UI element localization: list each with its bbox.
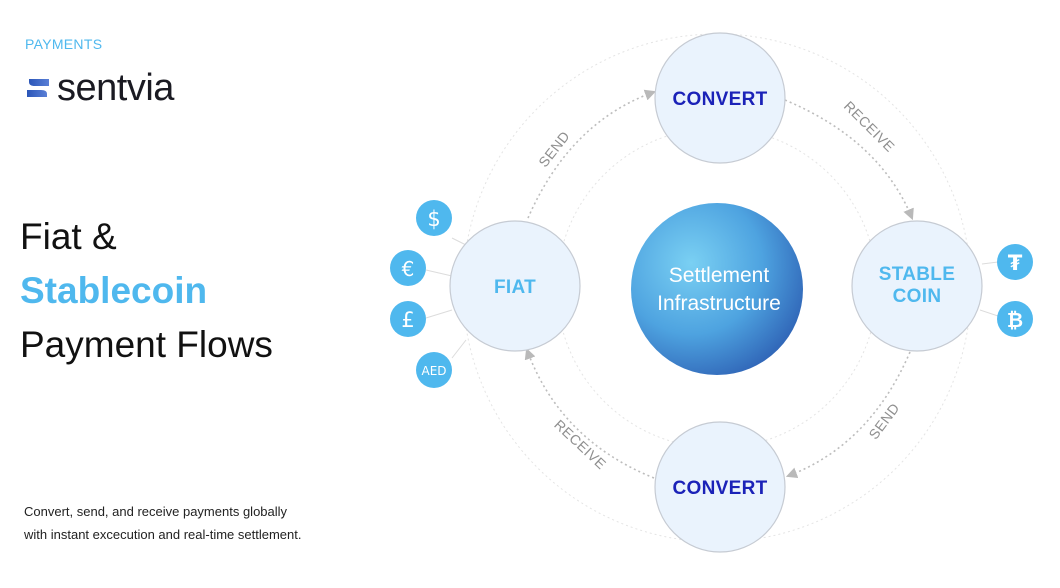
dollar-icon: $: [416, 200, 452, 236]
brand-logo: sentvia: [25, 68, 174, 108]
hub-label-line-2: Infrastructure: [657, 292, 781, 315]
svg-text:₮: ₮: [1008, 251, 1023, 275]
svg-text:€: €: [402, 257, 415, 281]
title-line-3: Payment Flows: [20, 324, 273, 365]
receive-flow-arrow-top-right: [784, 99, 914, 221]
flow-label-send-top: SEND: [535, 128, 573, 170]
convert-node-top: [654, 32, 786, 164]
title-line-accent: Stablecoin: [20, 270, 208, 311]
euro-icon: €: [390, 250, 426, 286]
convert-node-top-label: CONVERT: [673, 89, 768, 110]
fiat-node: [449, 220, 581, 352]
title-line-1: Fiat &: [20, 216, 117, 257]
description-line-2: with instant excecution and real-time se…: [24, 527, 302, 542]
pound-icon: £: [390, 301, 426, 337]
aed-icon: AED: [416, 352, 452, 388]
send-flow-arrow-top-left: [527, 89, 657, 219]
svg-text:AED: AED: [421, 364, 446, 378]
flow-label-receive-bottom: RECEIVE: [551, 416, 609, 472]
eyebrow-label: PAYMENTS: [25, 36, 103, 52]
convert-node-bottom-label: CONVERT: [673, 478, 768, 499]
flow-label-send-bottom: SEND: [865, 400, 902, 442]
stablecoin-node-label-line-1: STABLE: [879, 264, 955, 285]
description: Convert, send, and receive payments glob…: [24, 500, 344, 546]
fiat-node-label: FIAT: [494, 277, 536, 298]
convert-node-bottom: [654, 421, 786, 553]
hub-label-line-1: Settlement: [669, 264, 770, 287]
logo-wordmark: sentvia: [57, 67, 174, 109]
sentvia-logo-icon: [27, 79, 49, 97]
stablecoin-node-label-line-2: COIN: [893, 286, 942, 307]
svg-text:£: £: [401, 308, 414, 332]
page-title: Fiat & Stablecoin Payment Flows: [20, 210, 273, 372]
description-line-1: Convert, send, and receive payments glob…: [24, 504, 288, 519]
svg-text:$: $: [427, 207, 440, 231]
tether-icon: ₮: [997, 244, 1033, 280]
svg-text:₿: ₿: [1007, 308, 1023, 332]
bitcoin-icon: ₿: [997, 301, 1033, 337]
settlement-infrastructure-hub: [631, 203, 803, 375]
flow-label-receive-top: RECEIVE: [841, 98, 898, 155]
stablecoin-node: [851, 220, 983, 352]
